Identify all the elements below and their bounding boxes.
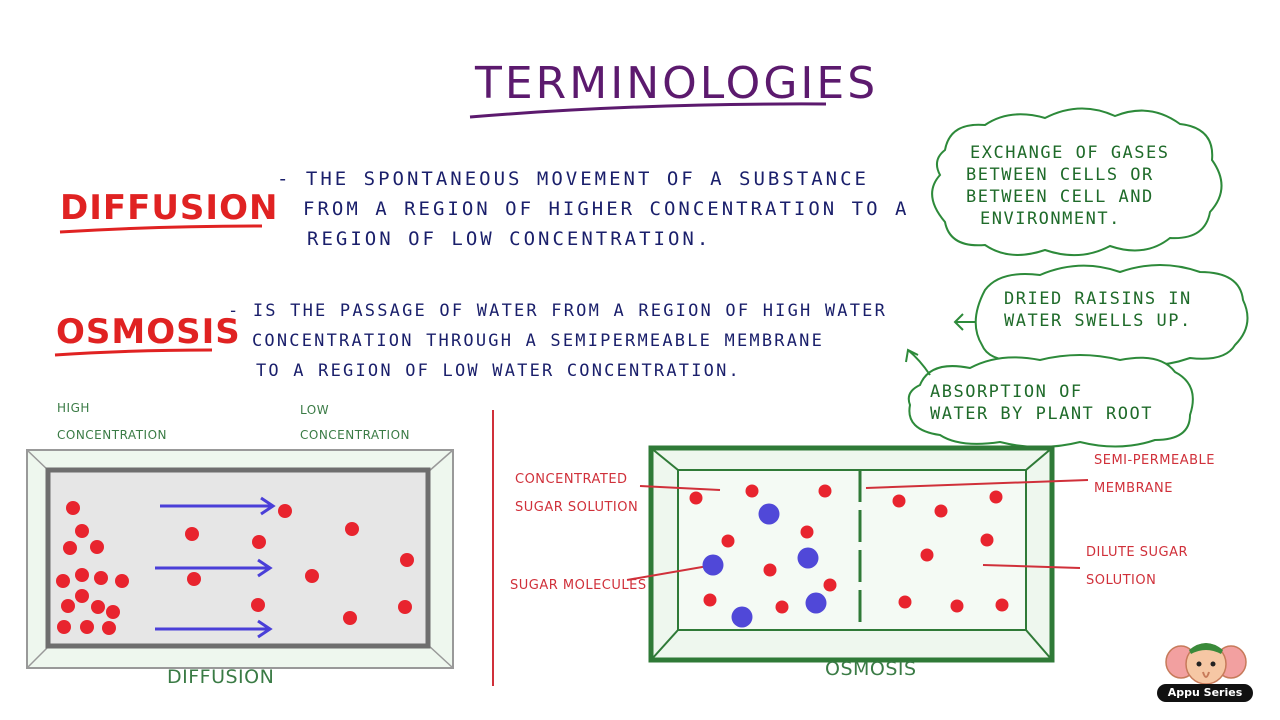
particle	[90, 540, 104, 554]
sugar-molecule	[806, 593, 827, 614]
water-molecule	[921, 549, 934, 562]
particle	[115, 574, 129, 588]
cloud-line: WATER SWELLS UP.	[1004, 310, 1192, 332]
definition-diffusion: - THE SPONTANEOUS MOVEMENT OF A SUBSTANC…	[277, 164, 909, 254]
definition-diffusion-line: FROM A REGION OF HIGHER CONCENTRATION TO…	[277, 194, 909, 224]
particle	[345, 522, 359, 536]
label-line: DILUTE SUGAR	[1086, 539, 1188, 567]
sugar-molecule	[703, 555, 724, 576]
cloud-line: BETWEEN CELLS OR	[966, 164, 1170, 186]
title-underline	[470, 104, 826, 117]
label-sugar-molecules: SUGAR MOLECULES	[510, 578, 647, 594]
sugar-molecule	[732, 607, 753, 628]
water-molecule	[704, 594, 717, 607]
definition-diffusion-line: REGION OF LOW CONCENTRATION.	[277, 224, 909, 254]
label-line: MEMBRANE	[1094, 475, 1215, 503]
definition-osmosis: - IS THE PASSAGE OF WATER FROM A REGION …	[228, 296, 887, 386]
sugar-molecule	[759, 504, 780, 525]
definition-diffusion-line: - THE SPONTANEOUS MOVEMENT OF A SUBSTANC…	[277, 164, 909, 194]
arrow-to-example1	[955, 314, 975, 330]
label-line: SEMI-PERMEABLE	[1094, 447, 1215, 475]
label-high-concentration: CONCENTRATION	[57, 428, 167, 442]
term-diffusion: DIFFUSION	[60, 188, 278, 228]
cloud-line: ABSORPTION OF	[930, 381, 1153, 403]
particle	[66, 501, 80, 515]
particle	[305, 569, 319, 583]
particle	[61, 599, 75, 613]
particle	[80, 620, 94, 634]
particle	[106, 605, 120, 619]
osmosis-container	[651, 448, 1052, 660]
label-line: SUGAR SOLUTION	[515, 494, 638, 522]
caption-osmosis: OSMOSIS	[825, 658, 917, 680]
water-molecule	[981, 534, 994, 547]
water-molecule	[935, 505, 948, 518]
water-molecule	[824, 579, 837, 592]
label-line: CONCENTRATED	[515, 466, 638, 494]
particle	[343, 611, 357, 625]
caption-diffusion: DIFFUSION	[167, 666, 274, 688]
water-molecule	[776, 601, 789, 614]
definition-osmosis-line: TO A REGION OF LOW WATER CONCENTRATION.	[228, 356, 887, 386]
particle	[251, 598, 265, 612]
cloud-line: ENVIRONMENT.	[966, 208, 1170, 230]
particle	[185, 527, 199, 541]
particle	[187, 572, 201, 586]
elephant-mascot-icon	[1165, 636, 1247, 688]
label-membrane: SEMI-PERMEABLE MEMBRANE	[1094, 447, 1215, 503]
particle	[94, 571, 108, 585]
arrow-to-example2	[906, 350, 930, 375]
label-concentrated-solution: CONCENTRATED SUGAR SOLUTION	[515, 466, 638, 522]
water-molecule	[990, 491, 1003, 504]
particle	[252, 535, 266, 549]
particle	[75, 589, 89, 603]
cloud-diffusion-text: EXCHANGE OF GASES BETWEEN CELLS OR BETWE…	[966, 142, 1170, 230]
particle	[75, 524, 89, 538]
cloud-line: BETWEEN CELL AND	[966, 186, 1170, 208]
cloud-line: DRIED RAISINS IN	[1004, 288, 1192, 310]
label-high: HIGH	[57, 401, 90, 415]
particle	[278, 504, 292, 518]
particle	[398, 600, 412, 614]
cloud-osmosis-text1: DRIED RAISINS IN WATER SWELLS UP.	[1004, 288, 1192, 332]
label-dilute-solution: DILUTE SUGAR SOLUTION	[1086, 539, 1188, 595]
particle	[400, 553, 414, 567]
particle	[56, 574, 70, 588]
water-molecule	[899, 596, 912, 609]
sugar-molecule	[798, 548, 819, 569]
water-molecule	[690, 492, 703, 505]
diffusion-container	[27, 450, 453, 668]
water-molecule	[819, 485, 832, 498]
label-line: SOLUTION	[1086, 567, 1188, 595]
cloud-line: WATER BY PLANT ROOT	[930, 403, 1153, 425]
particle	[75, 568, 89, 582]
water-molecule	[996, 599, 1009, 612]
cloud-osmosis-text2: ABSORPTION OF WATER BY PLANT ROOT	[930, 381, 1153, 425]
water-molecule	[722, 535, 735, 548]
particle	[57, 620, 71, 634]
label-low: LOW	[300, 403, 329, 417]
logo-badge: Appu Series	[1157, 684, 1253, 702]
water-molecule	[951, 600, 964, 613]
particle	[63, 541, 77, 555]
cloud-line: EXCHANGE OF GASES	[966, 142, 1170, 164]
particle	[102, 621, 116, 635]
definition-osmosis-line: CONCENTRATION THROUGH A SEMIPERMEABLE ME…	[228, 326, 887, 356]
water-molecule	[801, 526, 814, 539]
water-molecule	[893, 495, 906, 508]
definition-osmosis-line: - IS THE PASSAGE OF WATER FROM A REGION …	[228, 296, 887, 326]
label-low-concentration: CONCENTRATION	[300, 428, 410, 442]
water-molecule	[764, 564, 777, 577]
water-molecule	[746, 485, 759, 498]
term-osmosis: OSMOSIS	[56, 312, 241, 352]
particle	[91, 600, 105, 614]
